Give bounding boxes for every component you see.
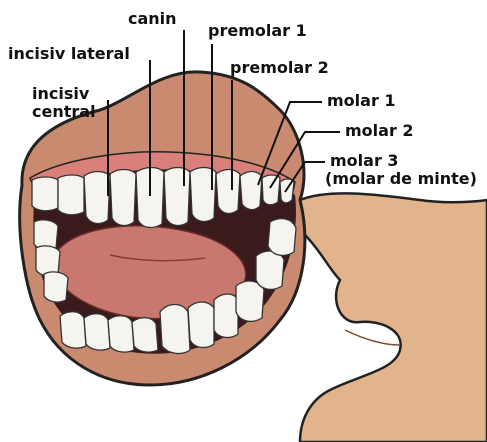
- upper-canine-left: [84, 172, 110, 224]
- label-molar-3: molar 3: [330, 152, 399, 170]
- label-incisiv-central: incisiv central: [32, 85, 96, 121]
- upper-incisor-lateral-left: [110, 170, 136, 226]
- lower-incisor-1: [60, 312, 86, 348]
- lower-molar-2: [256, 251, 284, 289]
- label-molar-3-note: (molar de minte): [325, 170, 477, 188]
- lower-premolar-left: [44, 272, 68, 302]
- lower-premolar-2: [214, 294, 238, 337]
- lower-premolar-1: [188, 302, 214, 347]
- finger-shape: [296, 193, 487, 442]
- label-canin: canin: [128, 10, 177, 28]
- lower-molar-1: [236, 281, 264, 321]
- upper-incisor-lateral: [164, 168, 190, 226]
- label-premolar-1: premolar 1: [208, 22, 307, 40]
- label-premolar-2: premolar 2: [230, 59, 329, 77]
- lower-incisor-2: [84, 314, 110, 350]
- upper-premolar-1: [216, 170, 240, 214]
- upper-premolar-left: [58, 175, 84, 215]
- lower-canine: [132, 318, 158, 352]
- lower-incisor-3: [108, 316, 134, 352]
- finger-knuckle-line: [345, 330, 400, 345]
- label-incisiv-lateral: incisiv lateral: [8, 45, 130, 63]
- upper-molar-1: [262, 175, 280, 205]
- label-incisiv-central-line2: central: [32, 103, 96, 121]
- label-incisiv-central-line1: incisiv: [32, 85, 96, 103]
- lower-molar-3: [268, 219, 296, 256]
- lower-front-tooth: [160, 305, 190, 354]
- upper-molar-left: [32, 177, 58, 211]
- label-molar-1: molar 1: [327, 92, 396, 110]
- label-molar-2: molar 2: [345, 122, 414, 140]
- upper-premolar-2: [240, 172, 262, 210]
